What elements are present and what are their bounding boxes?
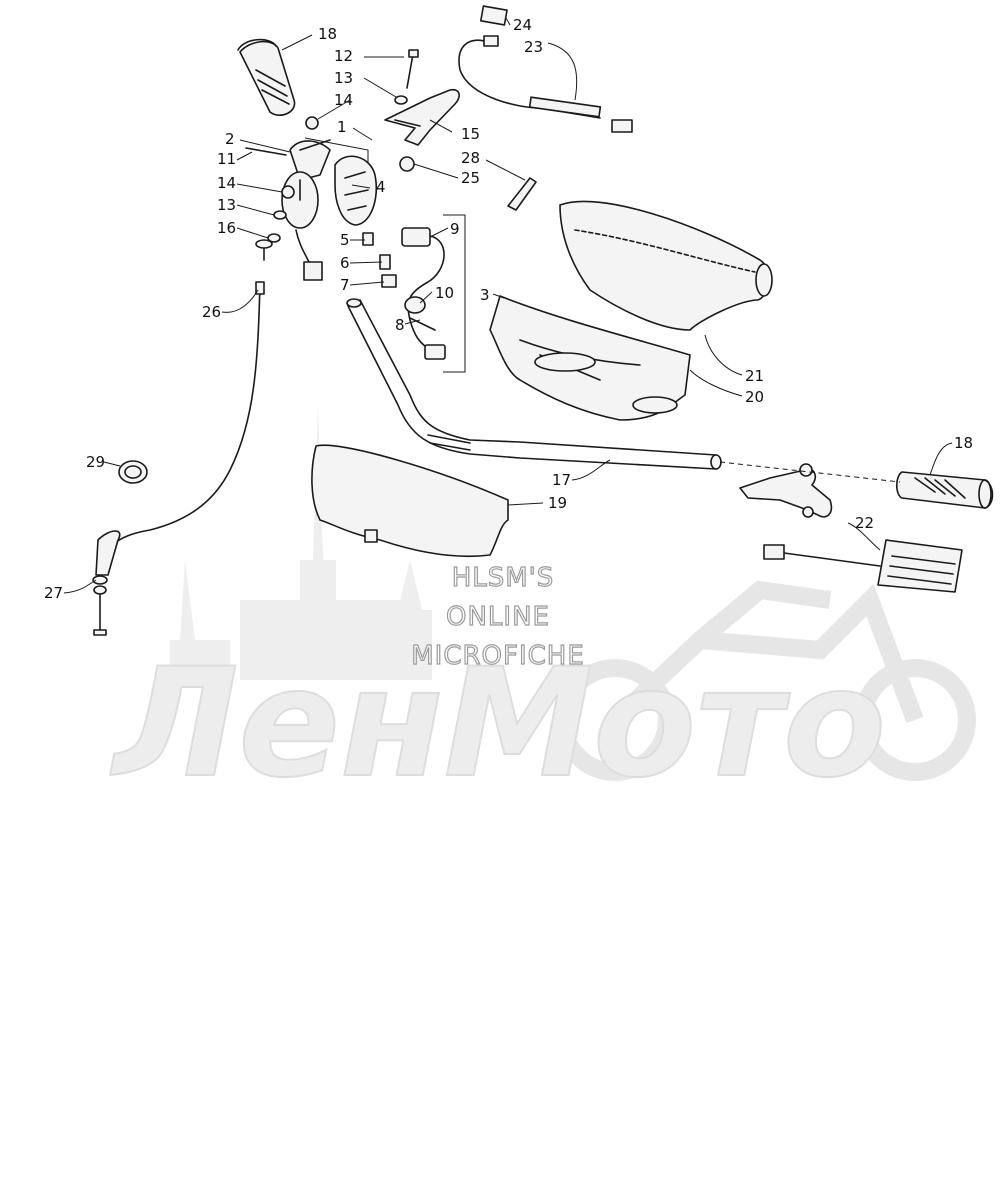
callout-4: 4 (376, 178, 386, 196)
part-29-clamp (118, 460, 148, 484)
part-14-nut-lower (281, 185, 295, 199)
callout-18-right-grip: 18 (954, 434, 973, 452)
callout-10: 10 (435, 284, 454, 302)
callout-20: 20 (745, 388, 764, 406)
part-18-right-grip (895, 471, 994, 509)
callout-26: 26 (202, 303, 221, 321)
watermark-line-2: ONLINE (446, 602, 550, 632)
watermark-cathedral (170, 405, 432, 680)
part-22-heater-element (763, 539, 963, 593)
part-27-cable-end (92, 530, 121, 636)
callout-21: 21 (745, 367, 764, 385)
part-25-nut (399, 156, 415, 172)
callout-2: 2 (225, 130, 235, 148)
part-5-screw (362, 232, 374, 246)
callout-13-upper: 13 (334, 69, 353, 87)
watermark-logo: ЛенМото (110, 637, 886, 811)
part-26-throttle-cable (103, 239, 273, 561)
callout-8: 8 (395, 316, 405, 334)
leader-17-to-18 (719, 461, 901, 483)
part-18-left-grip (237, 38, 296, 116)
part-23-heater-harness (458, 5, 633, 133)
watermark-motorcycle (554, 580, 976, 781)
callout-18-left-grip: 18 (318, 25, 337, 43)
callout-11: 11 (217, 150, 236, 168)
callout-12: 12 (334, 47, 353, 65)
part-9-switch-harness (401, 227, 446, 360)
callout-24: 24 (513, 16, 532, 34)
part-11-screw (245, 147, 287, 156)
leader-lines (63, 17, 953, 594)
watermark: ЛенМото HLSM'S ONLINE MICROFICHE (109, 405, 976, 812)
callout-28: 28 (461, 149, 480, 167)
callout-labels: 18 12 13 14 1 2 11 14 13 16 15 25 28 4 5… (44, 16, 973, 602)
part-right-throttle-lever (739, 463, 833, 518)
group-bracket-1 (304, 137, 369, 162)
callout-29: 29 (86, 453, 105, 471)
callout-19: 19 (548, 494, 567, 512)
callout-27: 27 (44, 584, 63, 602)
watermark-line-3: MICROFICHE (411, 641, 585, 671)
part-21-handlebar-cover (559, 200, 773, 331)
callout-6: 6 (340, 254, 350, 272)
part-14-nut-upper (305, 116, 319, 130)
callout-23: 23 (524, 38, 543, 56)
callout-22: 22 (855, 514, 874, 532)
part-13-washer-lower (273, 210, 287, 220)
callout-15: 15 (461, 125, 480, 143)
callout-17: 17 (552, 471, 571, 489)
callout-3: 3 (480, 286, 490, 304)
part-13-washer-upper (394, 95, 408, 105)
part-17-handlebar (346, 298, 722, 470)
callout-16: 16 (217, 219, 236, 237)
part-12-bolt (406, 49, 419, 89)
callout-7: 7 (340, 276, 350, 294)
callout-13-lower: 13 (217, 196, 236, 214)
group-bracket-9-10 (443, 214, 466, 373)
callout-14-upper: 14 (334, 91, 353, 109)
part-7-bracket (381, 274, 397, 288)
part-20-handlebar-pad (489, 295, 691, 421)
callout-1: 1 (337, 118, 347, 136)
part-1-throttle-housing (281, 139, 378, 281)
callout-5: 5 (340, 231, 350, 249)
part-28-clip (507, 177, 537, 211)
part-19-pad (311, 444, 509, 558)
watermark-line-1: HLSM'S (452, 563, 555, 593)
part-15-brake-lever (384, 88, 460, 146)
callout-25: 25 (461, 169, 480, 187)
callout-9: 9 (450, 220, 460, 238)
callout-14-lower: 14 (217, 174, 236, 192)
